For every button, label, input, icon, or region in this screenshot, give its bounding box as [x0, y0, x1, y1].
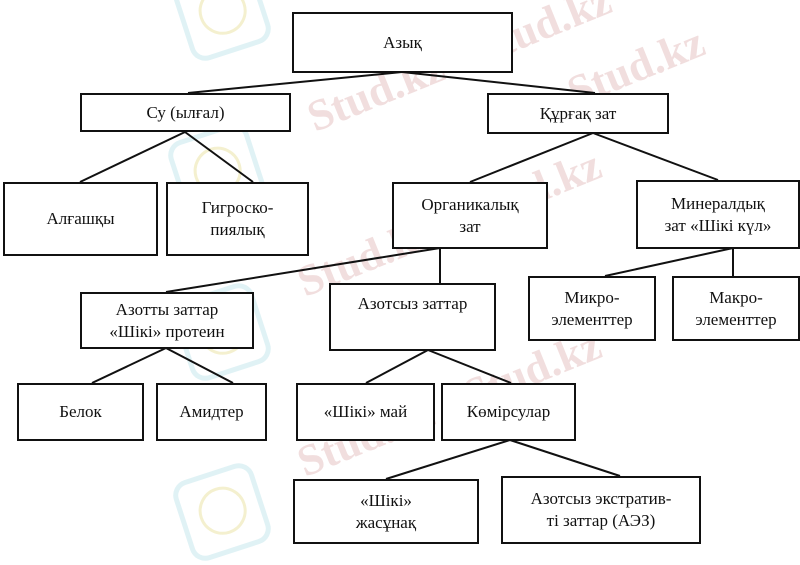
node-organic-label: Органикалық зат: [421, 194, 519, 236]
node-feed-label: Азық: [383, 32, 422, 52]
node-crude-fiber: «Шікі» жасұнақ: [293, 479, 479, 544]
watermark-logo-icon: [169, 0, 275, 65]
node-amides-label: Амидтер: [179, 402, 244, 421]
node-primary-label: Алғашқы: [46, 209, 115, 228]
edge-water-hygroscopic: [184, 131, 254, 183]
node-nitrogen-free-label: Азотсыз заттар: [357, 294, 468, 313]
node-carbohydrates: Көмірсулар: [441, 383, 576, 441]
edge-mineral-micro: [604, 247, 734, 277]
node-hygroscopic-label: Гигроско- пиялық: [201, 198, 274, 239]
edge-feed-dry-matter: [401, 71, 596, 94]
node-crude-fat: «Шікі» май: [296, 383, 435, 441]
node-micro: Микро- элементтер: [528, 276, 656, 341]
node-crude-fiber-label: «Шікі» жасұнақ: [355, 490, 417, 532]
node-nitrogenous-label: Азотты заттар «Шікі» протеин: [109, 299, 225, 341]
edge-carbohydrates-nfe: [509, 439, 621, 477]
node-nitrogen-free: Азотсыз заттар: [329, 283, 496, 351]
node-dry-matter: Құрғақ зат: [487, 93, 669, 134]
edge-nitrogen-free-carbohydrates: [427, 349, 512, 384]
node-protein: Белок: [17, 383, 144, 441]
node-crude-fat-label: «Шікі» май: [323, 402, 408, 421]
node-macro: Макро- элементтер: [672, 276, 800, 341]
connector-lines: [79, 71, 734, 480]
edge-dry-matter-mineral: [592, 132, 719, 181]
edge-dry-matter-organic: [469, 132, 594, 183]
node-water: Су (ылғал): [80, 93, 291, 132]
edge-nitrogen-free-fat: [365, 349, 429, 384]
node-primary: Алғашқы: [3, 182, 158, 256]
edge-nitrogenous-amides: [165, 347, 234, 384]
node-mineral-label: Минералдық зат «Шікі күл»: [664, 193, 772, 235]
node-feed: Азық: [292, 12, 513, 73]
node-protein-label: Белок: [59, 402, 102, 421]
node-micro-label: Микро- элементтер: [551, 287, 633, 329]
node-dry-matter-label: Құрғақ зат: [539, 103, 617, 123]
edge-water-primary: [79, 131, 186, 183]
watermark-logo-icon: [169, 459, 275, 565]
node-hygroscopic: Гигроско- пиялық: [166, 182, 309, 256]
node-nfe: Азотсыз экстратив- ті заттар (АЭЗ): [501, 476, 701, 544]
edge-feed-water: [187, 71, 403, 94]
node-macro-label: Макро- элементтер: [695, 287, 777, 329]
node-amides: Амидтер: [156, 383, 267, 441]
node-nfe-label: Азотсыз экстратив- ті заттар (АЭЗ): [530, 489, 672, 530]
edge-carbohydrates-fiber: [385, 439, 511, 480]
node-organic: Органикалық зат: [392, 182, 548, 249]
node-water-label: Су (ылғал): [146, 102, 225, 122]
edge-nitrogenous-protein: [91, 347, 167, 384]
node-carbohydrates-label: Көмірсулар: [466, 402, 551, 421]
node-nitrogenous: Азотты заттар «Шікі» протеин: [80, 292, 254, 349]
node-mineral: Минералдық зат «Шікі күл»: [636, 180, 800, 249]
